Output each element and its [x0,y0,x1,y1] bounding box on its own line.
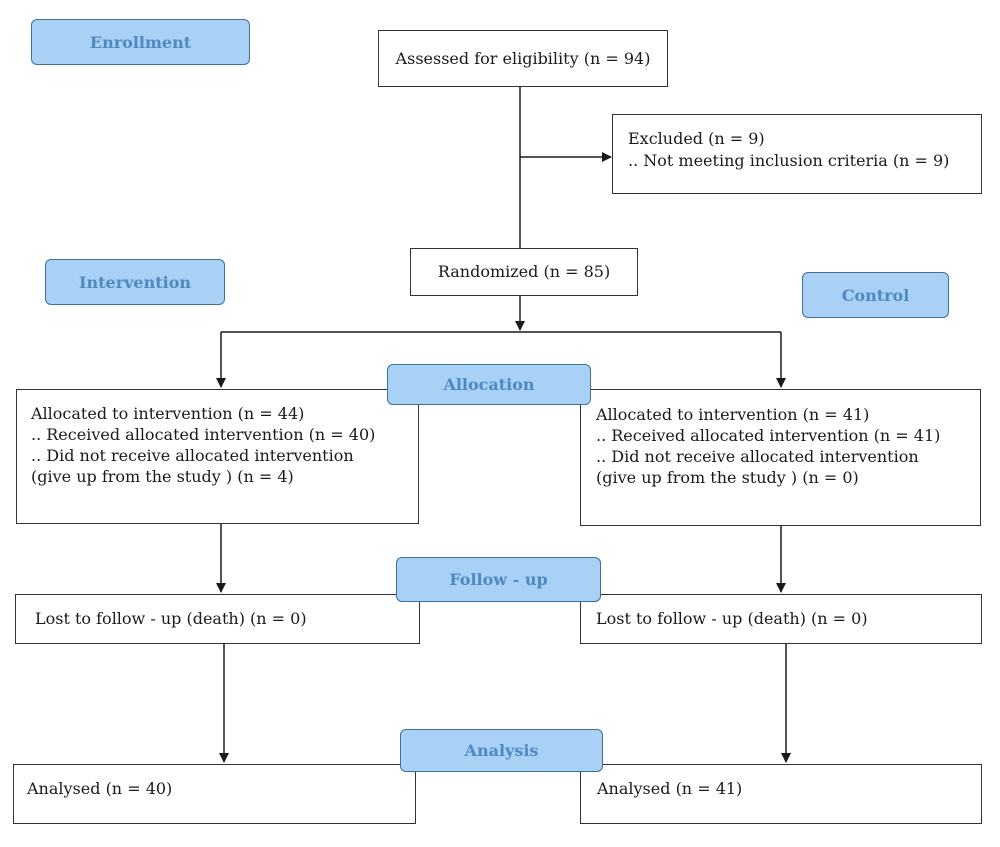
allocation-label: Allocation [387,364,591,405]
analysis-label: Analysis [400,729,603,772]
analysis-left-text: Analysed (n = 40) [27,779,173,798]
allocation-right-box: Allocated to intervention (n = 41) .. Re… [580,389,981,526]
allocation-left-line1: Allocated to intervention (n = 44) [31,404,305,423]
allocation-right-line3: .. Did not receive allocated interventio… [596,447,919,466]
randomized-text: Randomized (n = 85) [437,262,611,281]
enrollment-label: Enrollment [31,19,250,65]
followup-left-box: Lost to follow - up (death) (n = 0) [15,594,420,644]
allocation-right-line1: Allocated to intervention (n = 41) [596,405,870,424]
allocation-left-line4: (give up from the study ) (n = 4) [31,467,294,486]
analysis-right-box: Analysed (n = 41) [580,764,982,824]
followup-left-text: Lost to follow - up (death) (n = 0) [35,609,307,628]
control-label: Control [802,272,949,318]
follow-up-label: Follow - up [396,557,601,602]
allocation-left-box: Allocated to intervention (n = 44) .. Re… [16,389,419,524]
excluded-reason: .. Not meeting inclusion criteria (n = 9… [628,151,950,170]
allocation-left-line2: .. Received allocated intervention (n = … [31,425,376,444]
excluded-title: Excluded (n = 9) [628,129,765,148]
allocation-left-line3: .. Did not receive allocated interventio… [31,446,354,465]
followup-right-text: Lost to follow - up (death) (n = 0) [596,609,868,628]
analysis-left-box: Analysed (n = 40) [13,764,416,824]
assessed-text: Assessed for eligibility (n = 94) [395,48,651,68]
assessed-box: Assessed for eligibility (n = 94) [378,30,668,87]
followup-right-box: Lost to follow - up (death) (n = 0) [580,594,982,644]
allocation-right-line4: (give up from the study ) (n = 0) [596,468,859,487]
analysis-right-text: Analysed (n = 41) [597,779,743,798]
allocation-right-line2: .. Received allocated intervention (n = … [596,426,941,445]
intervention-label: Intervention [45,259,225,305]
randomized-box: Randomized (n = 85) [410,248,638,296]
excluded-box: Excluded (n = 9) .. Not meeting inclusio… [612,114,982,194]
